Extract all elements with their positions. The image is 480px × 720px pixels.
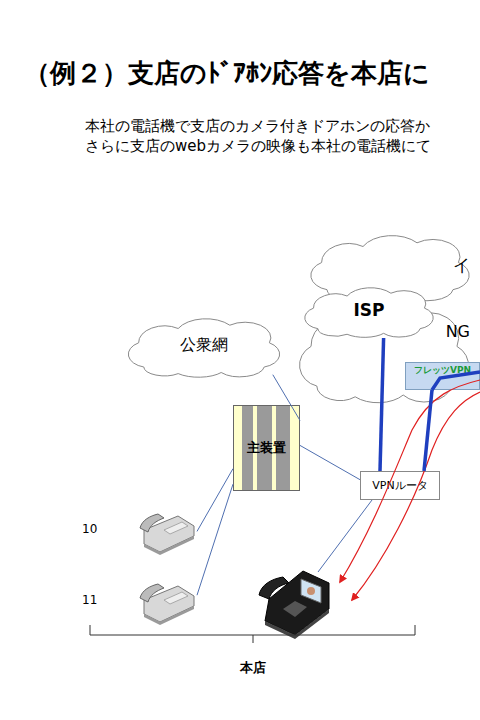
node-text: 10 — [82, 522, 97, 536]
node-text: イ — [453, 254, 470, 277]
signal-arrow — [352, 392, 480, 600]
connector — [197, 484, 233, 595]
node-text: 公衆網 — [180, 335, 228, 356]
cloud-path — [305, 288, 433, 338]
phone: 10 — [82, 505, 197, 553]
node-text: 主装置 — [247, 439, 286, 457]
cloud-path — [128, 319, 279, 377]
bracket — [90, 625, 415, 643]
network-band: フレッツVPN — [405, 362, 480, 390]
phone-icon — [140, 584, 194, 625]
phone-wire — [318, 500, 372, 572]
connector — [300, 445, 360, 479]
node-text: フレッツVPN — [414, 364, 471, 377]
cloud: イ — [300, 228, 480, 302]
cloud: 公衆網 — [118, 312, 290, 378]
phone: 11 — [82, 576, 197, 624]
node-text: NG — [446, 322, 470, 341]
node-text: VPNルータ — [372, 478, 427, 493]
cloud: ISP — [296, 282, 442, 338]
subtitle: 本社の電話機で支店のカメラ付きドアホンの応答か — [85, 117, 430, 136]
signal-arrow — [340, 380, 480, 582]
subtitle: さらに支店のwebカメラの映像も本社の電話機にて — [85, 137, 431, 156]
main-unit: 主装置 — [233, 405, 300, 491]
phone-icon — [140, 514, 194, 555]
connector — [197, 469, 233, 532]
video-phone — [259, 571, 329, 639]
cloud-path — [311, 236, 469, 302]
group-label: 本店 — [240, 659, 266, 677]
title: （例２）支店のﾄﾞｱﾎﾝ応答を本店に — [24, 56, 430, 91]
node-text: ISP — [353, 300, 384, 320]
router-box: VPNルータ — [360, 471, 440, 500]
node-text: 11 — [82, 593, 97, 607]
